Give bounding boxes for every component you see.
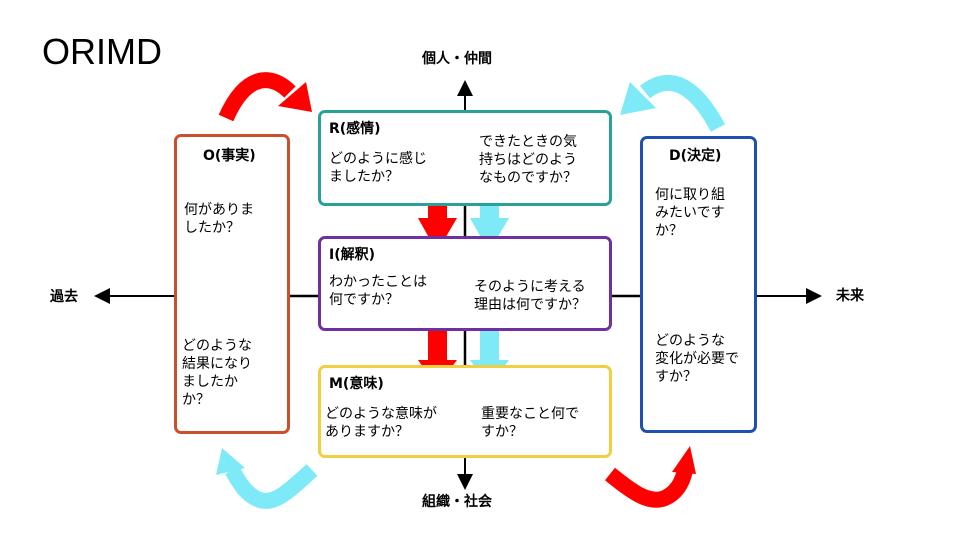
box-m-meaning: M(意味) どのような意味が ありますか？ 重要なこと何で すか？	[318, 365, 612, 458]
box-d-question-2: どのような 変化が必要で すか？	[655, 333, 739, 385]
box-r-feelings: R(感情) どのように感じ ましたか？ できたときの気 持ちはどのよう なもので…	[318, 110, 612, 206]
box-i-interpretation: I(解釈) わかったことは 何ですか？ そのように考える 理由は何ですか？	[318, 236, 612, 331]
box-r-question-1: どのように感じ ましたか？	[329, 151, 427, 185]
box-i-question-1: わかったことは 何ですか？	[329, 274, 427, 308]
box-m-question-2: 重要なこと何で すか？	[481, 406, 579, 440]
box-d-decision: D(決定) 何に取り組 みたいです か？ どのような 変化が必要で すか？	[640, 136, 757, 433]
box-o-facts: O(事実) 何がありま したか？ どのような 結果になり ましたか か？	[174, 134, 290, 434]
axis-label-bottom: 組織・社会	[422, 494, 492, 510]
box-i-question-2: そのように考える 理由は何ですか？	[474, 279, 586, 313]
box-m-heading: M(意味)	[329, 376, 384, 392]
box-o-heading: O(事実)	[203, 148, 256, 164]
box-o-question-1: 何がありま したか？	[184, 202, 254, 236]
axis-label-top: 個人・仲間	[422, 51, 492, 67]
box-m-question-1: どのような意味が ありますか？	[325, 406, 437, 440]
page-title: ORIMD	[42, 31, 162, 72]
axis-label-left: 過去	[50, 289, 78, 305]
curved-arrow-d-to-r	[620, 74, 726, 132]
box-r-question-2: できたときの気 持ちはどのよう なものですか？	[479, 134, 577, 186]
box-d-heading: D(決定)	[669, 148, 722, 164]
curved-arrow-m-to-o	[216, 448, 318, 509]
box-i-heading: I(解釈)	[329, 247, 376, 263]
box-o-question-2: どのような 結果になり ましたか か？	[182, 338, 252, 408]
axis-label-right: 未来	[836, 288, 864, 304]
curved-arrow-m-to-d	[605, 446, 696, 508]
curved-arrow-o-to-r	[218, 72, 312, 122]
box-r-heading: R(感情)	[329, 121, 381, 137]
box-d-question-1: 何に取り組 みたいです か？	[655, 187, 725, 239]
